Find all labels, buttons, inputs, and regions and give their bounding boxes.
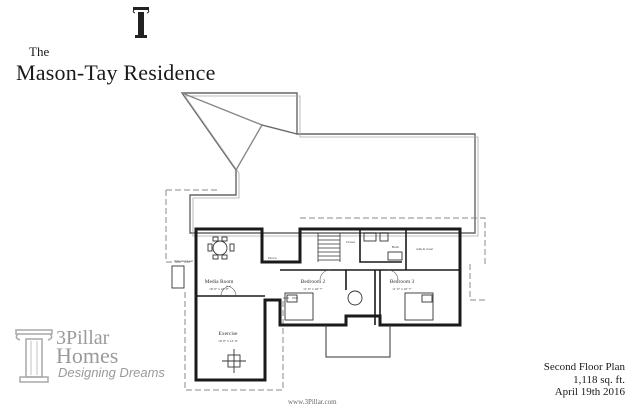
plan-info: Second Floor Plan 1,118 sq. ft. April 19… [544,361,625,399]
dashed-wing [184,292,300,391]
porch [325,325,391,358]
room-media-name: Media Room [205,279,235,285]
label-optional: Optional Closet [174,259,193,263]
plan-date: April 19th 2016 [554,386,625,398]
logo-tagline: Designing Dreams [58,365,165,380]
room-bedroom2-name: Bedroom 2 [301,279,326,285]
room-exercise-name: Exercise [219,331,238,337]
label-walkin: walk-in closet [416,247,433,251]
page-title: Mason-Tay Residence [16,60,216,85]
logo-text-3pillar: 3Pillar [56,327,110,349]
furniture [171,232,434,373]
label-closet: Closet [346,240,355,244]
title-prefix: The [29,44,50,59]
logo-text-homes: Homes [56,343,119,368]
label-bath: Bath [392,245,399,249]
plan-area: 1,118 sq. ft. [573,373,625,386]
room-bedroom3-name: Bedroom 3 [390,279,415,285]
label-down: Down [268,256,277,260]
room-bedroom2-dims: 11' 6" x 10' 7" [303,287,323,291]
logo-pillar-icon [15,329,53,383]
doors [220,269,399,297]
room-media-dims: 16' 0" x 16' 0" [209,287,229,291]
dashed-outline [165,189,486,301]
plan-name: Second Floor Plan [543,361,625,373]
company-logo: 3Pillar Homes Designing Dreams [14,327,165,387]
website-url: www.3Pillar.com [288,398,337,406]
room-exercise-dims: 10' 0" x 12' 0" [218,339,238,343]
pillar-icon [132,7,150,38]
stairs [317,233,341,262]
room-bedroom3-dims: 11' 6" x 10' 7" [392,287,412,291]
interior-walls [196,229,460,325]
roof-outline [180,92,479,237]
